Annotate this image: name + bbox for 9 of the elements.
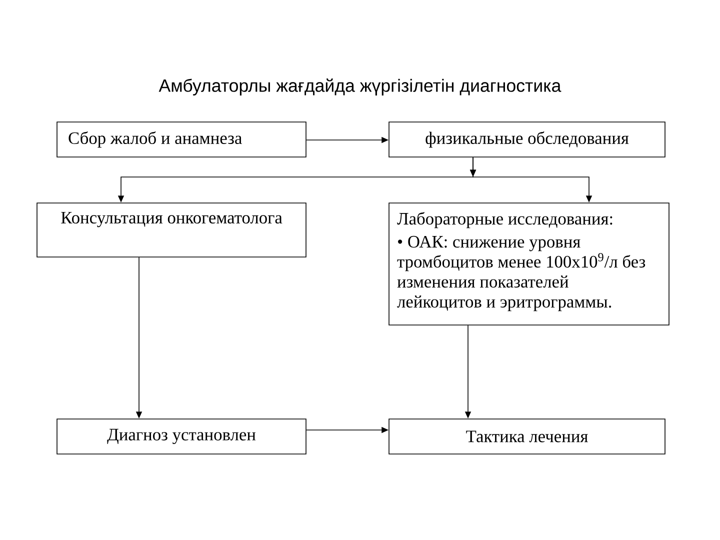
box-text: • ОАК: снижение уровня тромбоцитов менее 100х10$^{9}$/л без изменения показателей лейкоцитов и эритрограммы. bbox=[397, 236, 646, 312]
process-box: Диагноз установлен bbox=[56, 418, 306, 454]
process-box bbox=[388, 202, 670, 326]
process-box: Сбор жалоб и анамнеза bbox=[56, 122, 306, 158]
process-box: Консультация онкогематолога bbox=[36, 202, 306, 258]
box-heading: Лабораторные исследования: bbox=[397, 212, 612, 228]
process-box: физикальные обследования bbox=[388, 122, 666, 158]
diagram-title: Амбулаторлы жағдайда жүргізілетін диагностика bbox=[158, 78, 562, 96]
process-box: Тактика лечения bbox=[388, 418, 666, 454]
